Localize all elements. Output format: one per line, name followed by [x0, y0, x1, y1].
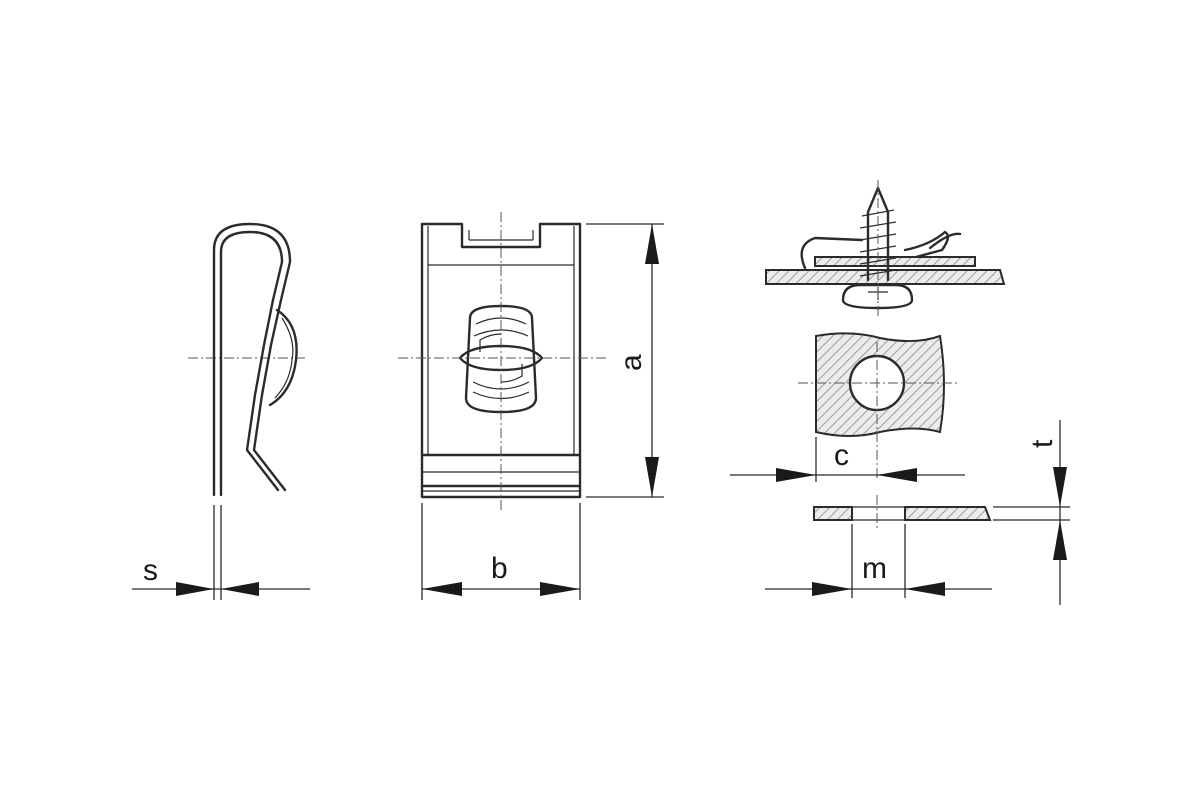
label-s: s	[143, 554, 158, 587]
label-t: t	[1026, 439, 1059, 448]
label-b: b	[491, 552, 508, 585]
thread-arc-1	[475, 317, 527, 325]
clip-tip	[928, 232, 962, 250]
s-arrow-right	[221, 582, 259, 596]
s-arrow-left	[176, 582, 214, 596]
c-arrow-left	[776, 468, 816, 482]
m-arrow-right	[905, 582, 945, 596]
clip-profile-outer	[212, 222, 292, 497]
thread-detail-right	[500, 364, 523, 383]
t-arrow-bottom	[1053, 520, 1067, 560]
thread-detail-left	[479, 333, 502, 352]
c-arrow-right	[877, 468, 917, 482]
label-m: m	[862, 552, 887, 585]
m-arrow-left	[812, 582, 852, 596]
b-arrow-left	[422, 582, 462, 596]
label-a: a	[615, 354, 648, 371]
assembly-view: c m t	[730, 180, 1070, 605]
clip-upper-leg	[800, 236, 864, 270]
side-view: s	[132, 222, 310, 600]
screw-head	[841, 283, 914, 310]
b-arrow-right	[540, 582, 580, 596]
tongue-outline	[464, 304, 538, 414]
plate-section-right	[904, 506, 992, 521]
clip-upper-right	[903, 230, 950, 262]
plate-section-left	[813, 506, 853, 521]
a-arrow-top	[645, 224, 659, 264]
clip-profile-inner	[219, 230, 284, 497]
clip-lower-layer	[814, 256, 976, 267]
label-c: c	[834, 439, 849, 472]
tongue-bulge-inner	[274, 317, 294, 399]
panel-section	[765, 269, 1006, 285]
clip-front-outline	[420, 222, 582, 499]
t-arrow-top	[1053, 467, 1067, 507]
front-view: a b	[398, 212, 664, 600]
a-arrow-bottom	[645, 457, 659, 497]
tongue-bulge	[268, 308, 298, 407]
